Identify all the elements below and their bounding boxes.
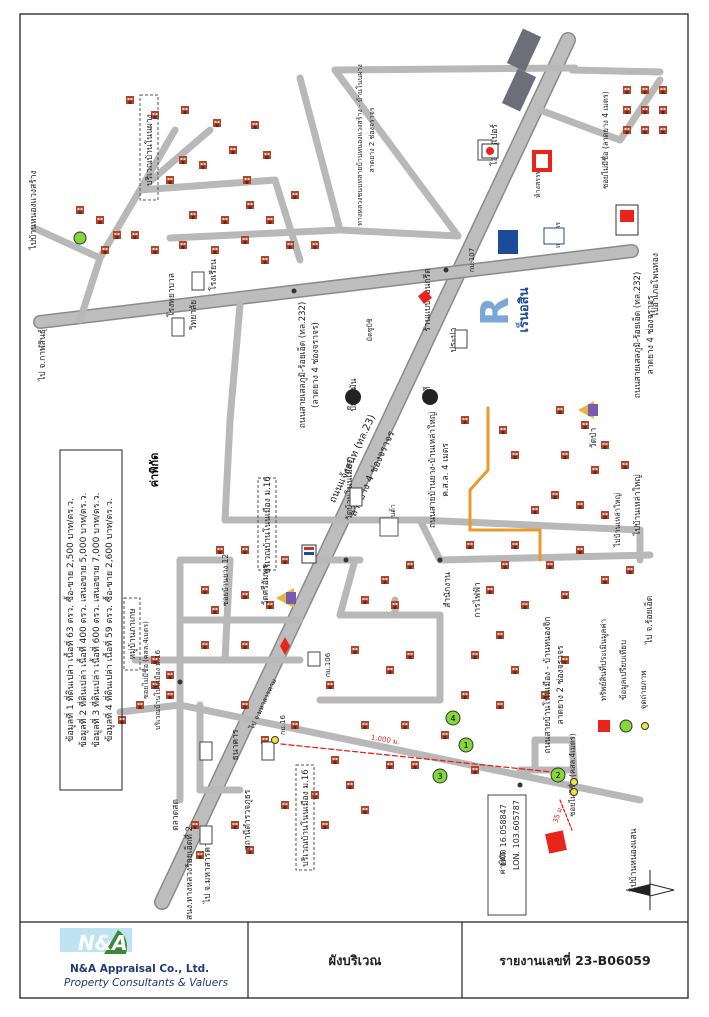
gas-station-icon-2 xyxy=(422,389,439,405)
road-local-label: ถนนสายบ้านโนนเมือง - บ้านหนองจิก xyxy=(542,617,553,754)
marker-2: 2 xyxy=(555,771,560,780)
temple-icon xyxy=(276,588,296,608)
temple-icon-2 xyxy=(578,401,598,419)
cjx-label: ห้างสรรพสินค้า xyxy=(534,152,542,198)
coord-heading: ค่าพิกัด xyxy=(498,849,507,874)
temple-1-label: วัดศรีอัมพร xyxy=(260,564,271,606)
area-ban-non-mueang-2: บริเวณบ้านโนนเมือง ม.16 xyxy=(300,769,311,866)
to-ban-nong-saen: ไปบ้านหนองแสน xyxy=(628,828,639,892)
area-ban-non-mueang: บริเวณบ้านโนนเมือง ม.16 xyxy=(262,476,273,573)
water-label: ประปา xyxy=(449,328,459,353)
school-label: โรงเรียน xyxy=(208,259,219,291)
road-232-right-width: ลาดยาง 4 ช่องจราจร xyxy=(646,295,656,375)
shop-icon xyxy=(481,143,499,159)
to-ban-lao-yai: ไปบ้านเหล่าใหญ่ xyxy=(632,474,643,536)
to-ban-lao-yai-2: ไปบ้านเหล่าใหญ่ xyxy=(613,493,622,548)
km-16-label: กม.16 xyxy=(279,714,287,735)
to-kalasin: ไป จ.กาฬสินธุ์ xyxy=(37,329,48,382)
comparable-4: ข้อมูลที่ 4 ที่ดินเปล่า เนื้อที่ 59 ตรว.… xyxy=(102,498,115,742)
coordinate-box: ค่าพิกัด LAT. 16.058847 LON. 103.605787 xyxy=(498,800,521,875)
road-232-right-label: ถนนสายเสลภูมิ-ร้อยเอ็ด (ทล.232) xyxy=(631,272,643,399)
km-106-label: กม.106 xyxy=(324,652,332,677)
svg-text:R: R xyxy=(473,297,517,326)
company-name: N&A Appraisal Co., Ltd. xyxy=(70,963,209,975)
makro-icon xyxy=(532,150,552,172)
road-top-width: ลาดยาง 2 ช่องจราจร xyxy=(368,107,376,172)
hospital-label: โรงพยาบาล xyxy=(166,273,177,317)
coord-lat: LAT. 16.058847 xyxy=(499,804,508,866)
gas-station-icon xyxy=(345,389,362,405)
road-local-width: ลาดยาง 2 ช่องจราจร xyxy=(556,645,566,725)
view-point-2 xyxy=(570,778,578,786)
legend-subject-swatch xyxy=(598,720,610,732)
lane-12-label: ซอยบ้านยาง 12 xyxy=(221,554,230,607)
view-point-1 xyxy=(271,736,279,744)
mitsubishi-label: มิตซูบิชิ xyxy=(366,318,374,341)
legend-view: จุดถ่ายภาพ xyxy=(639,671,648,710)
legend-subject: ทรัพย์สินที่ประเมินมูลค่า xyxy=(597,619,609,701)
honda-label: ฮอนด้า xyxy=(389,504,397,526)
thai-watsadu-icon xyxy=(615,204,639,236)
map-title: ผังบริเวณ xyxy=(328,954,381,969)
comparable-3: ข้อมูลที่ 3 ที่ดินเปล่า เนื้อที่ 600 ตรว… xyxy=(89,493,102,748)
landmark-icons: R xyxy=(171,28,639,845)
marker-extra xyxy=(73,231,87,245)
legend-comparable: ข้อมูลเปรียบเทียบ xyxy=(619,640,629,700)
mitsubishi-icon xyxy=(280,637,290,655)
comparable-1: ข้อมูลที่ 1 ที่ดินเปล่า เนื้อที่ 63 ตรว.… xyxy=(63,498,76,742)
legend-comparable-swatch xyxy=(619,719,633,733)
temple-2-label: วัดป่า xyxy=(589,428,599,448)
honda-icon xyxy=(379,517,399,537)
coord-lon: LON. 103.605787 xyxy=(512,800,521,870)
heading-coordinates: ค่าพิกัด xyxy=(148,453,161,488)
hotel-logo: R xyxy=(473,297,517,326)
comparable-2: ข้อมูลที่ 2 ที่ดินเปล่า เนื้อที่ 400 ตรว… xyxy=(76,493,89,748)
marker-4: 4 xyxy=(450,714,455,723)
company-tagline: Property Consultants & Valuers xyxy=(64,977,229,989)
bank-label: ธนาคาร xyxy=(231,729,241,760)
north-arrow-icon xyxy=(626,870,675,910)
logo-text: N&A xyxy=(78,931,128,955)
report-number: รายงานเลขที่ 23-B06059 xyxy=(499,952,650,968)
subject-property xyxy=(545,830,567,854)
area-non-mueang-3: บริเวณบ้านโนนเมือง ม.16 xyxy=(153,649,162,730)
college-label: วิทยาลัย xyxy=(189,300,199,331)
footer: N&A N&A Appraisal Co., Ltd. Property Con… xyxy=(60,928,651,989)
to-maha-sarakham: ไป จ.มหาสารคาม xyxy=(202,837,213,905)
road-top-label: ทางหลวงชนบทสายบ้านหนองแวงสร้าง - บ้านโนน… xyxy=(355,64,364,225)
road-ban-yang-label: ถนนสายบ้านยาง-บ้านเหล่าใหญ่ xyxy=(427,412,438,528)
marker-1: 1 xyxy=(463,741,468,750)
electric-label: การไฟฟ้า xyxy=(472,582,483,618)
road-ban-yang-width: ค.ส.ล. 4 เมตร xyxy=(441,443,451,497)
comparables-block: ข้อมูลที่ 1 ที่ดินเปล่า เนื้อที่ 63 ตรว.… xyxy=(63,493,115,748)
company-logo: N&A xyxy=(60,928,132,955)
school-roi-et-label: สนง.ทางหลวงร้อยเอ็ดที่ 2 xyxy=(183,826,195,920)
to-phon-thong: ไปอำเภอโพนทอง xyxy=(650,253,661,318)
market-label: ตลาดสด xyxy=(171,799,181,831)
legend-view-swatch xyxy=(641,722,649,730)
hotel-label: เร็นอสิน xyxy=(514,287,532,332)
homepro-icon xyxy=(498,230,518,254)
global-store-icon xyxy=(543,227,565,245)
police-label: สถานีตำรวจภูธร xyxy=(242,789,253,850)
lane-gate-label: ซอยไม่มีชื่อ (คสล.4เมตร) xyxy=(141,621,150,699)
lane-subject-label: ซอยไม่มีชื่อ (คสล.4เมตร) xyxy=(567,733,577,816)
km-107-label: กม.107 xyxy=(468,248,476,272)
comparable-markers: 2 3 1 4 xyxy=(73,231,578,854)
road-232-width: (ลาดยาง 4 ช่องจราจร) xyxy=(311,322,321,408)
village-gate-label: หมู่บ้านภาเกษ xyxy=(127,608,138,660)
to-nong-saeng: ไปบ้านหนองแวงสร้าง xyxy=(28,170,39,250)
road-232-label: ถนนสายเสลภูมิ-ร้อยเอ็ด (ทล.232) xyxy=(296,302,308,429)
view-point-3 xyxy=(570,788,578,796)
lane-top-right-label: ซอยไม่มีชื่อ (ลาดยาง 4 เมตร) xyxy=(600,91,610,188)
marker-3: 3 xyxy=(437,772,442,781)
office-label: สำนักงาน xyxy=(443,572,453,608)
area-ban-non-phan: บริเวณบ้านโนนผาง xyxy=(144,114,155,186)
legend: ทรัพย์สินที่ประเมินมูลค่า ข้อมูลเปรียบเท… xyxy=(597,619,649,733)
to-roi-et: ไป จ.ร้อยเอ็ด xyxy=(643,596,655,645)
store-global-icon xyxy=(418,290,432,304)
